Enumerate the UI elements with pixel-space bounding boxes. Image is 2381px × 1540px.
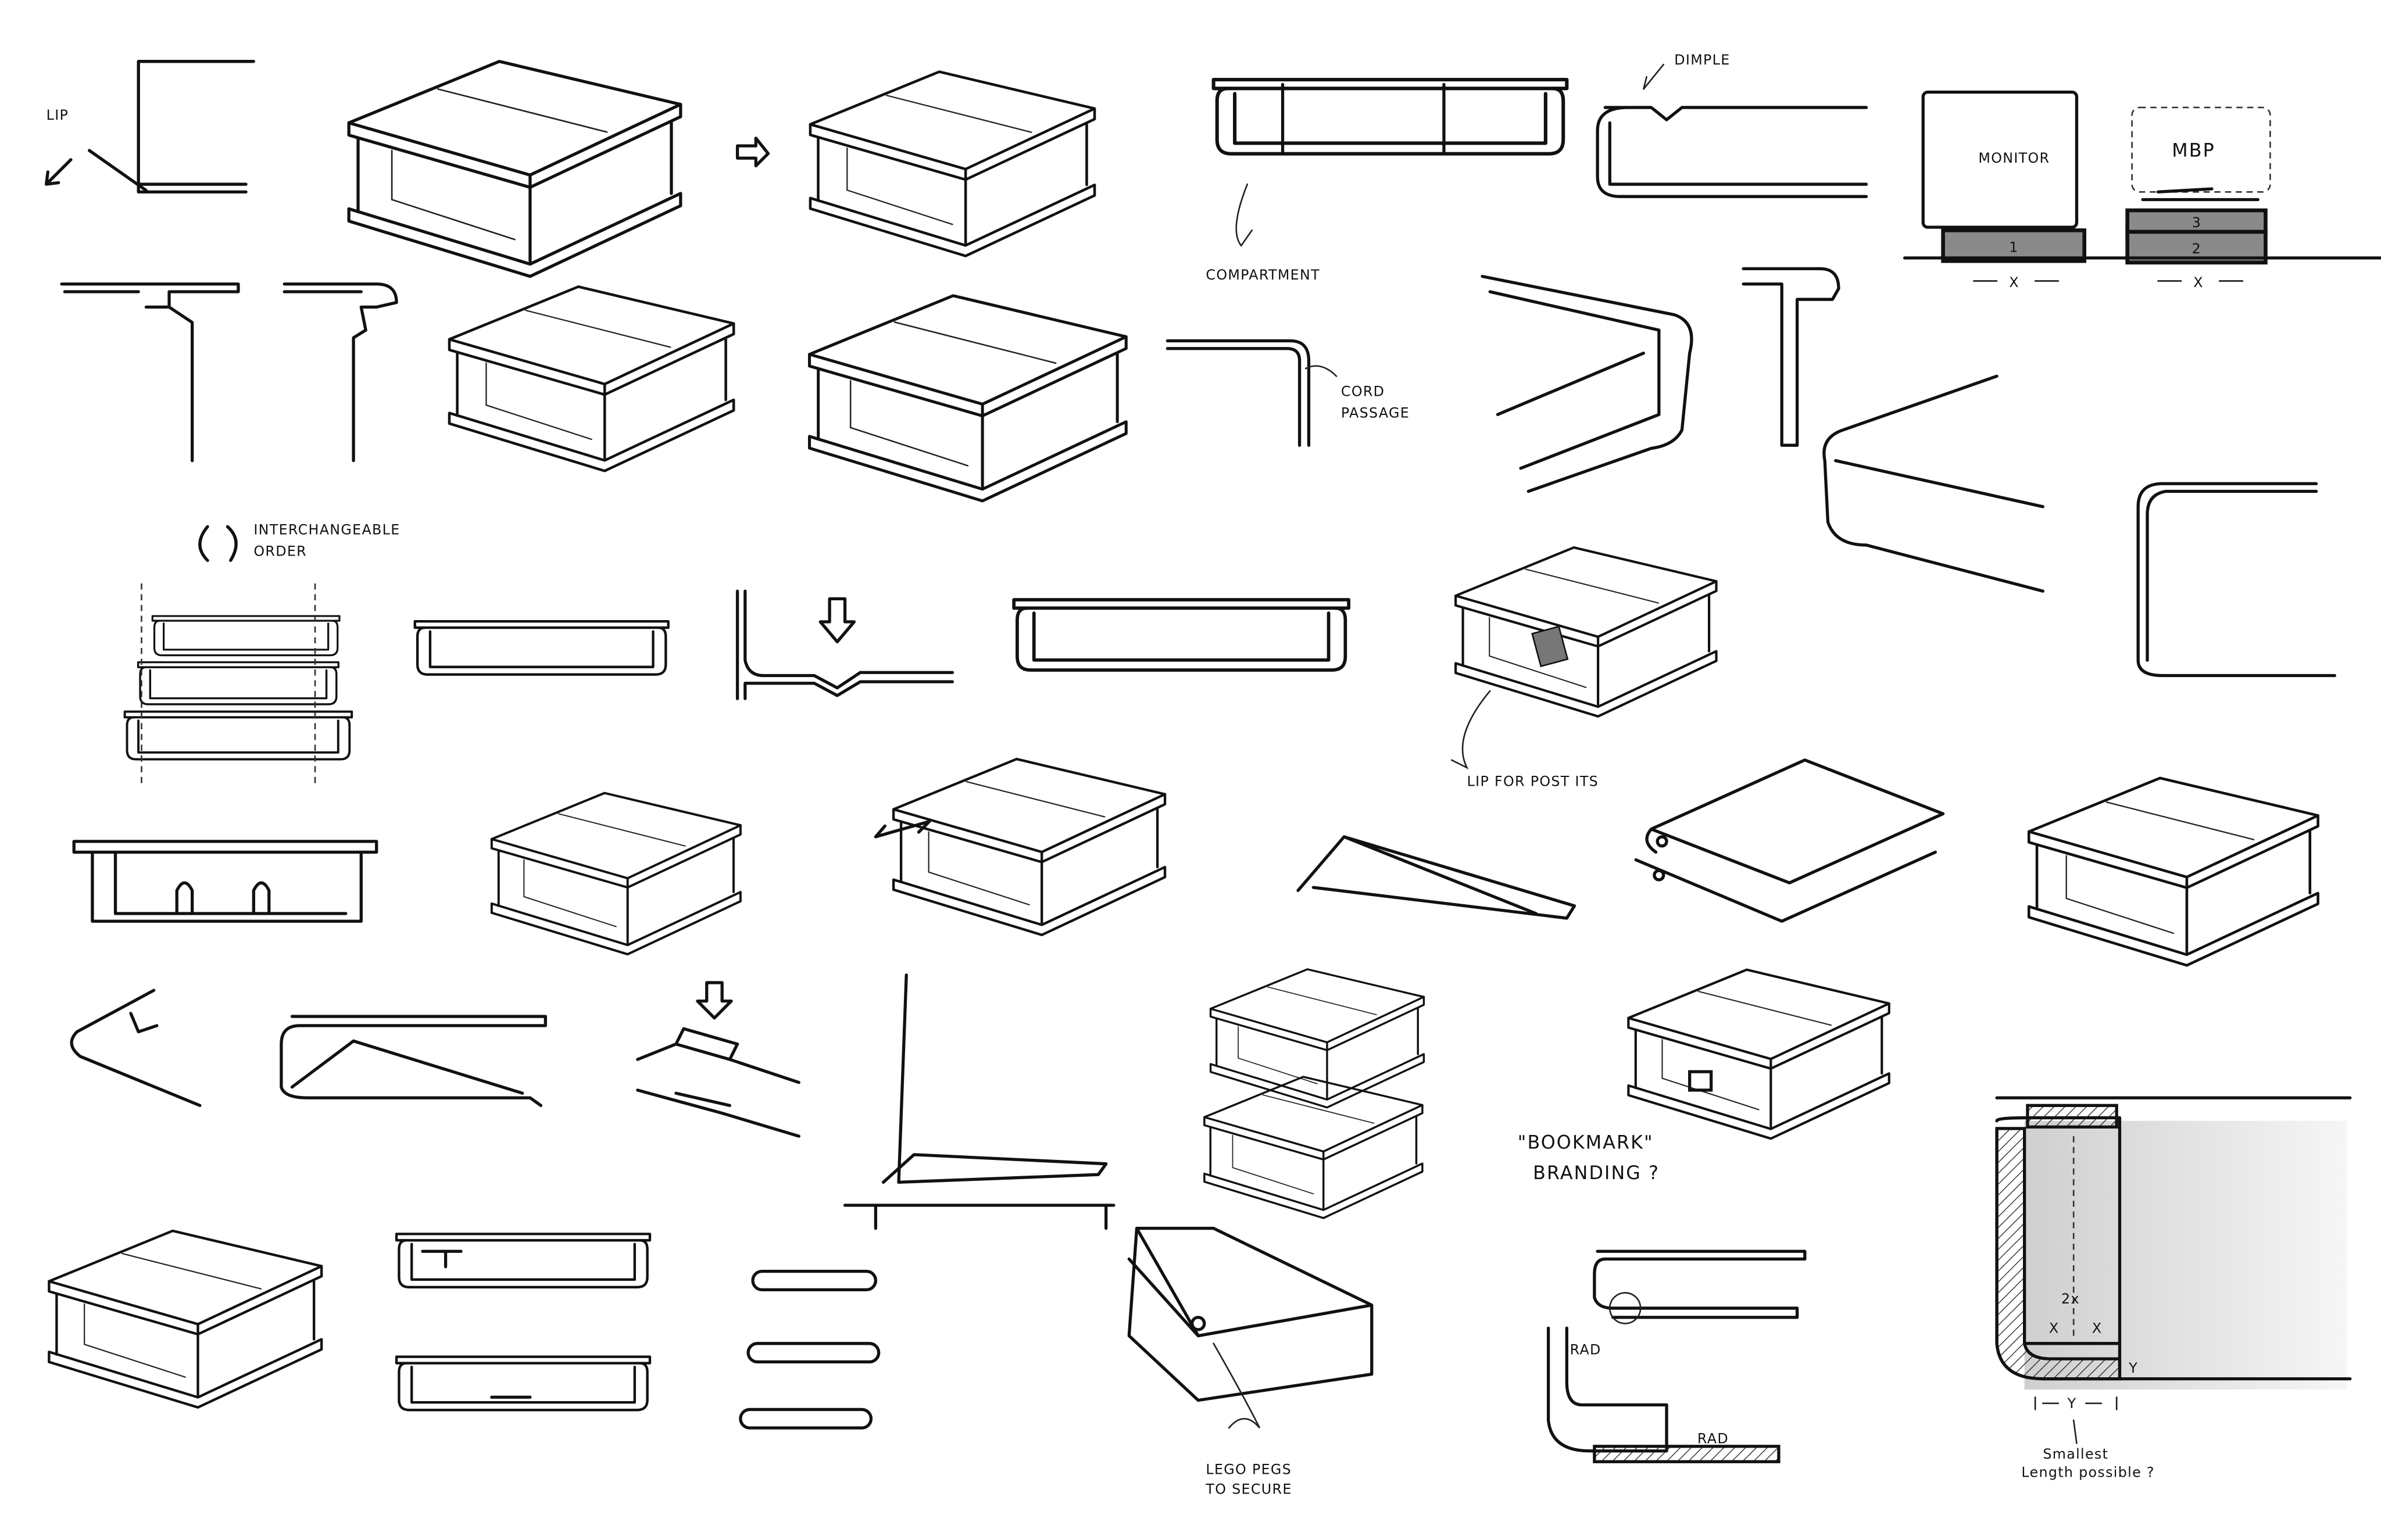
double-arrow-icon: [874, 819, 931, 839]
stand-iso-sketch: [810, 71, 1095, 256]
hinged-stand-sketch: [1634, 758, 1945, 923]
laptop-wedge-sketch: [280, 1015, 547, 1107]
stand-corner-sketch: [1481, 274, 1693, 493]
stand-folded-sketch: [492, 793, 741, 954]
min-length-detail-sketch: 2x X X Y Y Smallest Length possible ?: [1995, 1096, 2352, 1481]
label-y-bottom: Y: [2067, 1395, 2077, 1412]
lego-peg-profiles-sketch: [739, 1269, 881, 1430]
label-length-possible: Length possible ?: [2021, 1464, 2154, 1481]
arrow-icon: [735, 137, 770, 167]
label-monitor: MONITOR: [1978, 150, 2050, 166]
dimple-section-sketch: DIMPLE: [1596, 52, 1868, 198]
bracket-profile-sketch: [2136, 482, 2336, 678]
rotate-arrows-icon: [198, 525, 238, 562]
stand-iso-sketch: [449, 286, 734, 471]
label-lego-pegs: LEGO PEGS: [1206, 1461, 1292, 1477]
label-x-right: X: [2193, 274, 2204, 291]
stand-iso-sketch: [349, 62, 681, 277]
label-mbp: MBP: [2172, 140, 2215, 161]
label-lip-for-post-its: LIP FOR POST ITS: [1467, 773, 1599, 790]
label-branding: BRANDING ?: [1533, 1163, 1660, 1184]
label-cord-passage-2: PASSAGE: [1341, 405, 1410, 421]
label-cord-passage: CORD: [1341, 384, 1385, 400]
bookmark-branding-sketch: "BOOKMARK" BRANDING ?: [1518, 970, 1889, 1184]
label-compartment: COMPARTMENT: [1206, 267, 1320, 283]
lip-profile-sketch: LIP: [45, 60, 255, 194]
radius-detail-sketch: RAD RAD: [1546, 1249, 1807, 1463]
wedge-stand-sketch: [1296, 835, 1576, 920]
label-x-left: X: [2009, 274, 2019, 291]
label-order: ORDER: [253, 543, 307, 559]
stacked-stands-sketch: [1204, 969, 1424, 1218]
label-bookmark: "BOOKMARK": [1518, 1132, 1654, 1153]
label-rad-horizontal: RAD: [1697, 1431, 1729, 1447]
arrow-icon: [45, 158, 73, 186]
label-y-side: Y: [2128, 1360, 2138, 1376]
label-lip: LIP: [47, 107, 69, 123]
section-pegs-sketch: [72, 840, 378, 923]
t-profile-sketch: [60, 282, 240, 463]
interchangeable-stack-sketch: INTERCHANGEABLE ORDER: [125, 521, 400, 783]
label-stack-3: 3: [2192, 214, 2201, 231]
label-smallest: Smallest: [2043, 1446, 2108, 1462]
laptop-on-stand-sketch: [843, 973, 1116, 1230]
label-rad-vertical: RAD: [1570, 1341, 1601, 1358]
stand-edge-sketch: [1822, 374, 2044, 593]
dimple-press-sketch: [735, 589, 954, 700]
stand-iso-sketch: [810, 296, 1127, 501]
peg-insert-sketch: [636, 981, 800, 1138]
section-profile-sketch: [415, 621, 668, 675]
hook-profile-sketch: [283, 282, 398, 463]
slot-sections-sketch: [396, 1234, 650, 1410]
corner-clip-sketch: [70, 989, 202, 1107]
label-stack-1: 1: [2009, 239, 2018, 255]
label-x-b: X: [2092, 1320, 2103, 1336]
down-arrow-icon: [696, 981, 733, 1020]
label-interchangeable: INTERCHANGEABLE: [253, 521, 400, 538]
label-stack-2: 2: [2192, 241, 2201, 257]
down-arrow-icon: [818, 597, 856, 644]
label-2x: 2x: [2061, 1291, 2080, 1307]
cord-passage-sketch: CORD PASSAGE: [1166, 339, 1410, 447]
section-profile-sketch: [1014, 600, 1349, 670]
compartment-section-sketch: COMPARTMENT: [1206, 80, 1567, 283]
stand-sliding-sketch: [893, 759, 1165, 935]
post-it-lip-sketch: LIP FOR POST ITS: [1450, 547, 1716, 790]
label-dimple: DIMPLE: [1674, 52, 1730, 68]
lego-pegs-sketch: LEGO PEGS TO SECURE: [1127, 1227, 1374, 1498]
label-x-a: X: [2049, 1320, 2060, 1336]
label-to-secure: TO SECURE: [1205, 1481, 1292, 1498]
stand-with-tray-sketch: [49, 1231, 321, 1408]
t-profile-sketch: [1742, 267, 1840, 447]
stand-iso-sketch: [2029, 778, 2318, 965]
monitor-mbp-setup-sketch: MONITOR MBP 1 3 2 X X: [1903, 90, 2381, 291]
